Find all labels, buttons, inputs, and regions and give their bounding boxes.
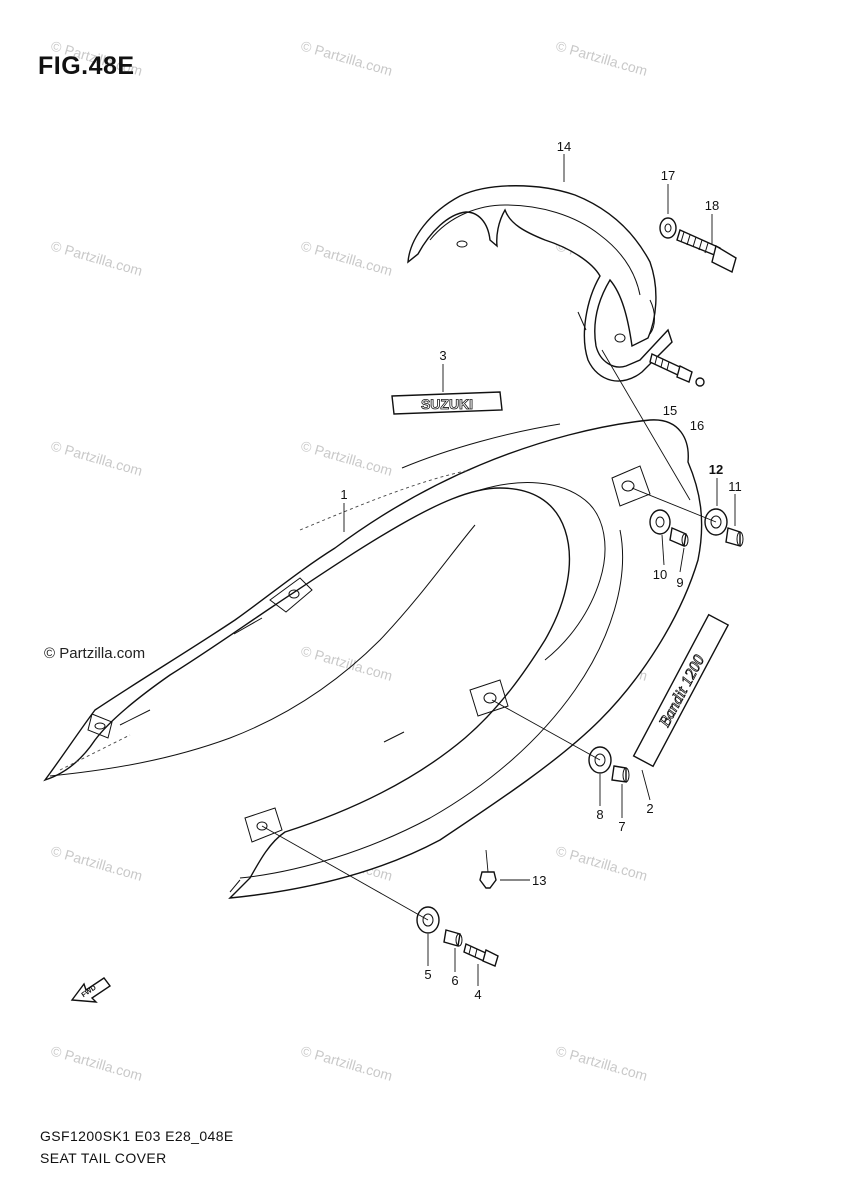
callout-17: 17	[661, 168, 675, 183]
callout-2: 2	[646, 801, 653, 816]
washer-16[interactable]	[695, 377, 705, 387]
callout-1: 1	[340, 487, 347, 502]
callout-13: 13	[532, 873, 546, 888]
watermark: © Partzilla.com	[49, 438, 144, 479]
watermark: © Partzilla.com	[554, 843, 649, 884]
washer-17[interactable]	[659, 217, 677, 239]
suzuki-emblem-text: SUZUKI	[421, 396, 473, 412]
collar-11[interactable]	[725, 527, 744, 547]
watermark: © Partzilla.com	[299, 238, 394, 279]
callouts: 1 2 3 4 5 6 7 8 9 10 11 12 13 14 15 16 1…	[340, 139, 741, 1002]
callout-15: 15	[663, 403, 677, 418]
callout-12: 12	[709, 462, 723, 477]
clip-13[interactable]	[479, 871, 497, 889]
collar-7[interactable]	[611, 765, 630, 783]
callout-18: 18	[705, 198, 719, 213]
assembly-lines	[261, 349, 717, 921]
callout-7: 7	[618, 819, 625, 834]
partzilla-label[interactable]: © Partzilla.com	[44, 645, 146, 662]
watermark: © Partzilla.com	[299, 1043, 394, 1084]
callout-9: 9	[676, 575, 683, 590]
watermark: © Partzilla.com	[554, 38, 649, 79]
fwd-arrow-icon: FWD	[70, 977, 112, 1003]
collar-6[interactable]	[443, 929, 463, 947]
callout-3: 3	[439, 348, 446, 363]
callout-6: 6	[451, 973, 458, 988]
callout-14: 14	[557, 139, 571, 154]
watermark: © Partzilla.com	[299, 643, 394, 684]
watermark: © Partzilla.com	[49, 843, 144, 884]
seat-tail-cover[interactable]	[43, 419, 703, 899]
callout-10: 10	[653, 567, 667, 582]
callout-8: 8	[596, 807, 603, 822]
grab-rail[interactable]	[407, 185, 673, 382]
bolt-18[interactable]	[676, 229, 737, 274]
grommet-10[interactable]	[649, 509, 671, 535]
collar-9[interactable]	[669, 527, 689, 547]
callout-11: 11	[728, 479, 742, 494]
callout-leaders	[343, 154, 736, 986]
bolt-15[interactable]	[649, 353, 693, 383]
watermark: © Partzilla.com	[49, 1043, 144, 1084]
suzuki-emblem[interactable]: SUZUKI	[391, 391, 503, 415]
figure-name: SEAT TAIL COVER	[40, 1150, 167, 1166]
figure-title: FIG.48E	[38, 52, 135, 80]
figure-code: GSF1200SK1 E03 E28_048E	[40, 1128, 234, 1144]
watermark: © Partzilla.com	[554, 1043, 649, 1084]
callout-5: 5	[424, 967, 431, 982]
watermark: © Partzilla.com	[299, 38, 394, 79]
watermark: © Partzilla.com	[299, 438, 394, 479]
callout-16: 16	[690, 418, 704, 433]
callout-4: 4	[474, 987, 481, 1002]
bolt-4[interactable]	[463, 943, 499, 967]
watermark: © Partzilla.com	[49, 238, 144, 279]
